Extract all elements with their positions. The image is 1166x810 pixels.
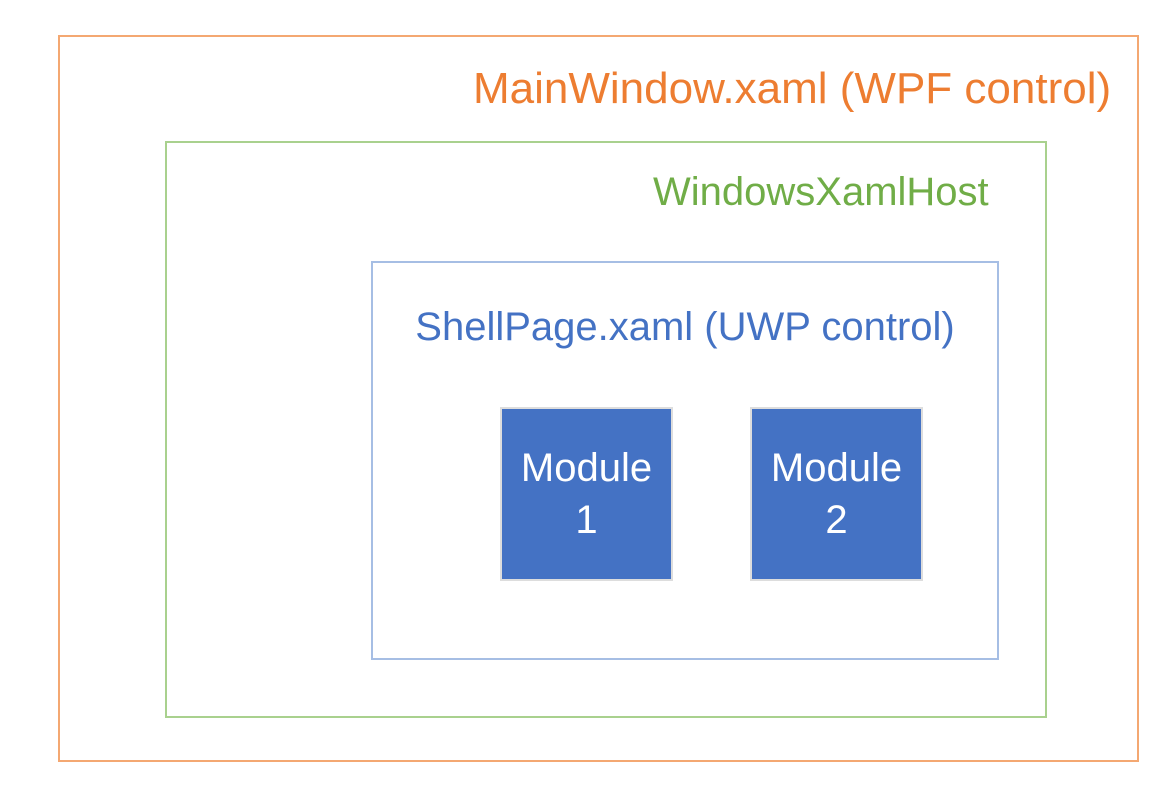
windows-xaml-host-box: WindowsXamlHost ShellPage.xaml (UWP cont… bbox=[165, 141, 1047, 718]
module-2-label-line2: 2 bbox=[825, 498, 848, 542]
module-2-box: Module 2 bbox=[750, 407, 923, 581]
module-1-box: Module 1 bbox=[500, 407, 673, 581]
module-1-label-line1: Module bbox=[520, 446, 653, 490]
windows-xaml-host-label: WindowsXamlHost bbox=[653, 170, 989, 214]
wpf-mainwindow-box: MainWindow.xaml (WPF control) WindowsXam… bbox=[58, 35, 1139, 762]
uwp-shellpage-label: ShellPage.xaml (UWP control) bbox=[415, 305, 955, 349]
module-1-label-line2: 1 bbox=[575, 498, 598, 542]
wpf-mainwindow-label: MainWindow.xaml (WPF control) bbox=[473, 64, 1112, 113]
module-2-label-line1: Module bbox=[770, 446, 903, 490]
uwp-shellpage-box: ShellPage.xaml (UWP control) Module 1 Mo… bbox=[371, 261, 999, 660]
